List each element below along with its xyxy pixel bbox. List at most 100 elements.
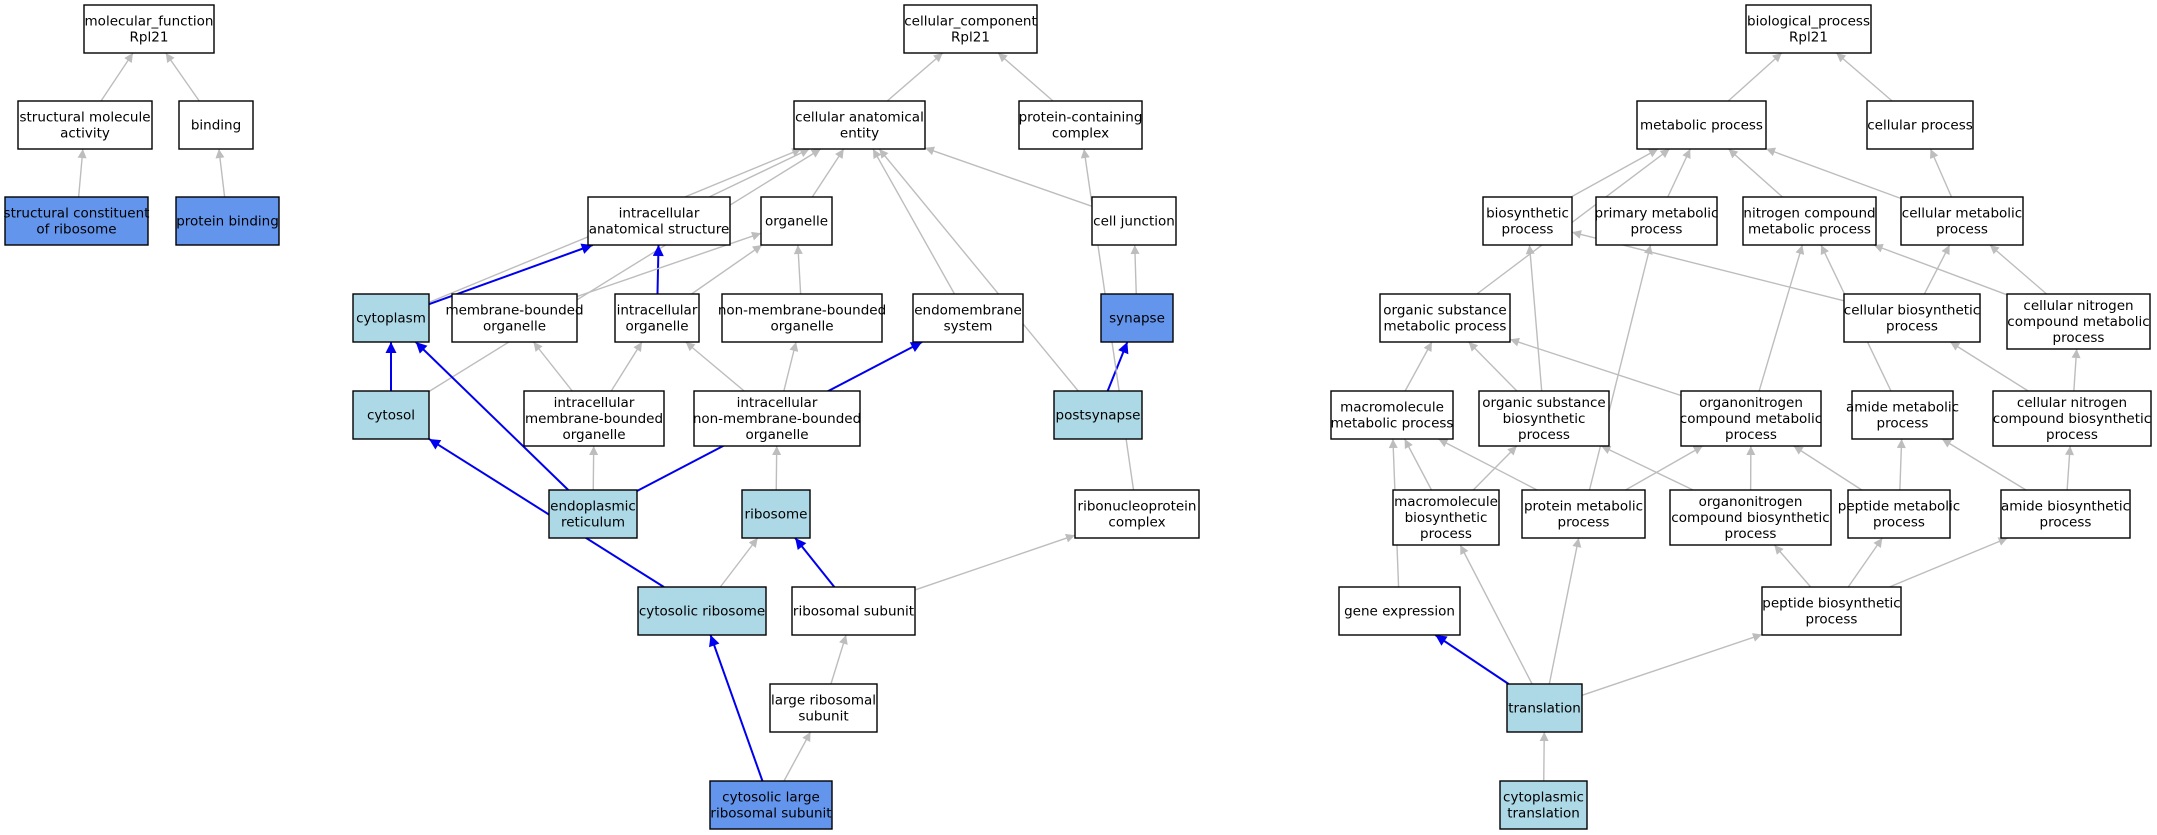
node-pb[interactable]: protein binding bbox=[175, 196, 280, 246]
node-synapse[interactable]: synapse bbox=[1100, 293, 1174, 343]
edge-translation-to-mbp bbox=[1459, 544, 1533, 685]
node-box bbox=[587, 196, 731, 246]
node-cytosol[interactable]: cytosol bbox=[352, 390, 430, 440]
node-box bbox=[721, 293, 883, 343]
node-postsynapse[interactable]: postsynapse bbox=[1053, 390, 1143, 440]
node-label-line: endomembrane bbox=[914, 302, 1022, 318]
node-box bbox=[2006, 293, 2151, 350]
node-label-line: subunit bbox=[798, 708, 848, 724]
edge-cncmp-to-ncmp bbox=[1873, 243, 2008, 296]
edge-scr-to-sma bbox=[77, 148, 87, 198]
node-cr[interactable]: cytosolic ribosome bbox=[637, 586, 767, 636]
node-box bbox=[793, 100, 926, 150]
node-box bbox=[17, 100, 153, 150]
edge-cp-to-bp bbox=[1835, 52, 1893, 102]
node-organelle[interactable]: organelle bbox=[760, 196, 833, 246]
node-label-line: cellular process bbox=[1867, 117, 1973, 133]
node-box bbox=[912, 293, 1024, 343]
node-label-line: organic substance bbox=[1383, 302, 1506, 318]
node-label-line: organelle bbox=[770, 318, 833, 334]
node-cytoplasm[interactable]: cytoplasm bbox=[352, 293, 430, 343]
edge-translation-to-pbp bbox=[1581, 633, 1763, 696]
edge-mmp-to-osmp bbox=[1404, 341, 1433, 392]
node-label-line: cytosolic ribosome bbox=[639, 603, 765, 619]
node-box bbox=[1499, 780, 1588, 830]
node-label-line: synapse bbox=[1109, 310, 1165, 326]
node-box bbox=[1847, 489, 1951, 539]
node-label-line: Rpl21 bbox=[1789, 29, 1828, 45]
node-label-line: membrane-bounded bbox=[445, 302, 583, 318]
node-box bbox=[352, 293, 430, 343]
node-label-line: intracellular bbox=[617, 302, 698, 318]
node-box bbox=[1330, 390, 1454, 440]
edge-io-to-ias bbox=[652, 244, 664, 295]
edge-protmp-to-pmp bbox=[1588, 244, 1653, 491]
node-box bbox=[548, 489, 638, 539]
node-inmbo[interactable]: intracellularnon-membrane-boundedorganel… bbox=[693, 390, 861, 447]
node-binding[interactable]: binding bbox=[178, 100, 254, 150]
edge-protmp-to-mmp bbox=[1438, 438, 1538, 491]
node-label-line: process bbox=[2046, 427, 2098, 443]
edge-inmbo-to-nmbo bbox=[783, 341, 799, 392]
edge-oncbp-to-osbp bbox=[1601, 445, 1694, 491]
node-rs[interactable]: ribosomal subunit bbox=[791, 586, 916, 636]
node-label-line: compound metabolic bbox=[2007, 314, 2149, 330]
edge-cmp-to-mp bbox=[1765, 147, 1902, 200]
node-label-line: translation bbox=[1507, 805, 1580, 821]
edge-cr-to-cytosol bbox=[428, 438, 665, 588]
node-box bbox=[1091, 196, 1177, 246]
node-ge[interactable]: gene expression bbox=[1338, 586, 1461, 636]
node-cp[interactable]: cellular process bbox=[1866, 100, 1974, 150]
node-ribosome[interactable]: ribosome bbox=[741, 489, 811, 539]
edge-nmbo-to-organelle bbox=[793, 244, 803, 295]
node-box bbox=[791, 586, 916, 636]
node-label-line: gene expression bbox=[1344, 603, 1455, 619]
node-label-line: ribosome bbox=[745, 506, 808, 522]
node-label-line: process bbox=[1725, 427, 1777, 443]
node-cj[interactable]: cell junction bbox=[1091, 196, 1177, 246]
node-box bbox=[1900, 196, 2024, 246]
node-label-line: complex bbox=[1052, 125, 1109, 141]
node-translation[interactable]: translation bbox=[1506, 683, 1583, 733]
node-label-line: peptide biosynthetic bbox=[1762, 595, 1900, 611]
edge-translation-to-ge bbox=[1434, 634, 1510, 685]
edge-pb-to-binding bbox=[215, 148, 226, 198]
node-mp[interactable]: metabolic process bbox=[1636, 100, 1767, 150]
